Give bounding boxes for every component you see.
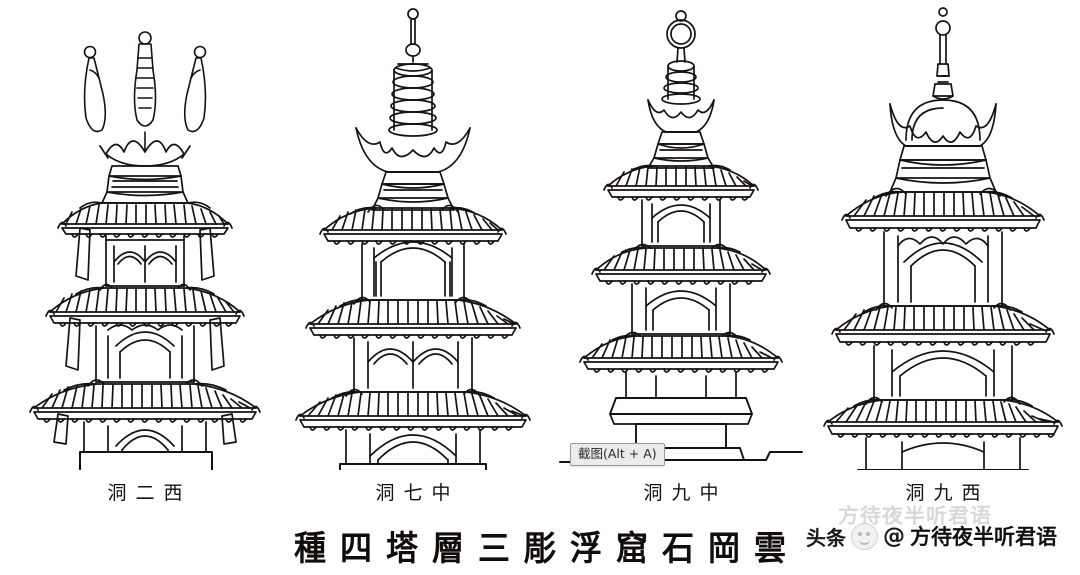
watermark-source-label: 头条: [806, 525, 846, 550]
figure-caption-1: 洞二西: [107, 482, 192, 504]
smiley-avatar-icon: [851, 522, 878, 550]
watermark-account-name: 方待夜半听君语: [910, 525, 1057, 549]
pagoda-figure-3: [556, 0, 806, 470]
figure-caption-4: 洞九西: [905, 482, 990, 504]
pagoda-figure-4: [818, 0, 1068, 470]
watermark: 头条 @ 方待夜半听君语: [806, 521, 1057, 551]
figure-caption-2: 洞七中: [375, 482, 460, 504]
screenshot-tooltip[interactable]: 截图(Alt + A): [570, 443, 665, 466]
at-symbol-icon: @: [883, 523, 905, 549]
watermark-ghost-text: 方待夜半听君语: [838, 504, 992, 528]
plate-title: 種四塔層三彫浮窟石岡雲: [0, 518, 1080, 574]
figure-caption-3: 洞九中: [643, 482, 728, 504]
screenshot-tooltip-label: 截图(Alt + A): [578, 446, 657, 461]
pagoda-figure-1: [20, 0, 270, 470]
plate-title-text: 種四塔層三彫浮窟石岡雲: [293, 527, 800, 569]
pagoda-figure-2: [288, 0, 538, 470]
